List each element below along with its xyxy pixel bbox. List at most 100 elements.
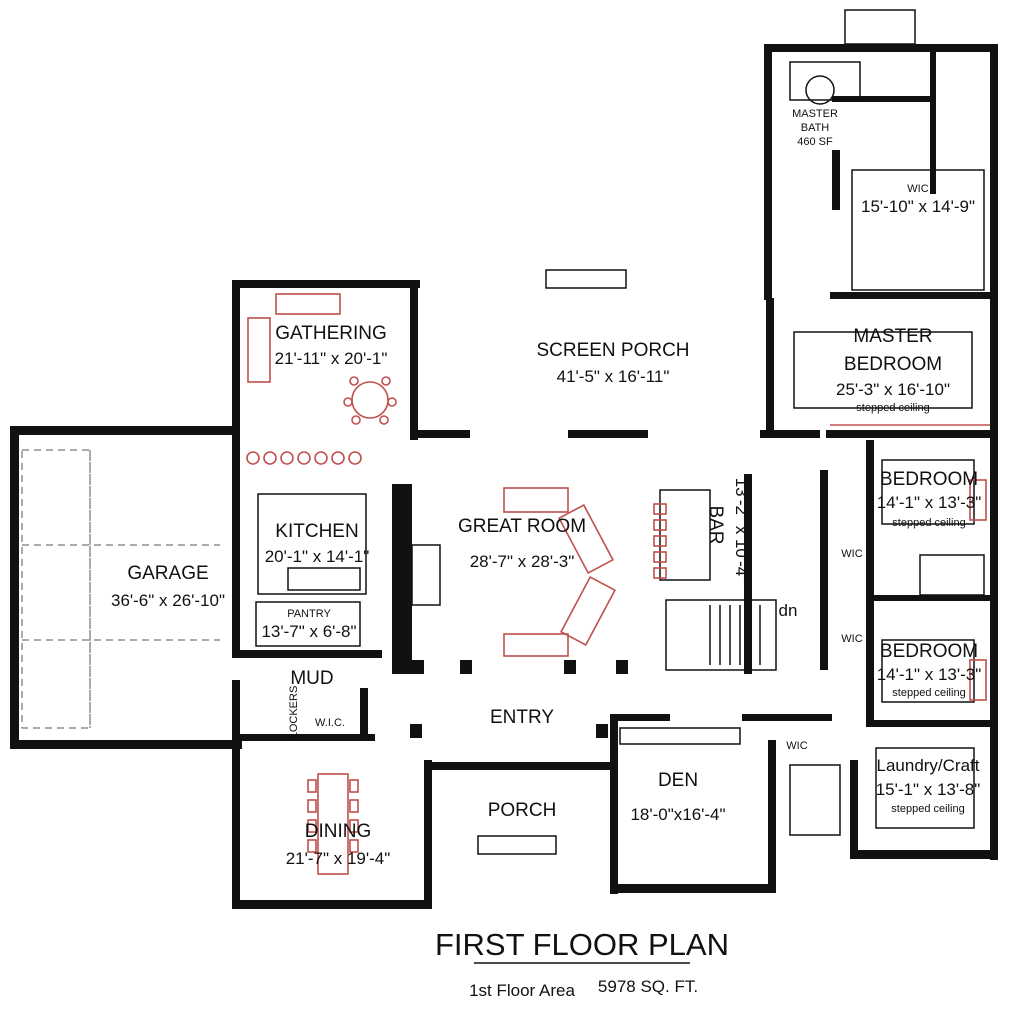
- wall-gathering-right: [410, 280, 418, 440]
- wall-master-left: [764, 44, 772, 300]
- title-block: FIRST FLOOR PLAN 1st Floor Area 5978 SQ.…: [435, 927, 729, 1000]
- wall-east-lower: [990, 440, 998, 860]
- wall-bedroom-left: [866, 440, 874, 720]
- master-bath-area: 460 SF: [797, 136, 833, 148]
- stepped-ceiling-master: [793, 331, 973, 409]
- screen-porch-dim: 41'-5" x 16'-11": [557, 367, 670, 386]
- wall-porch-bottom-right: [760, 430, 820, 438]
- labels: MASTER BATH 460 SF WIC 15'-10" x 14'-9" …: [111, 108, 981, 868]
- wall-garage-top: [10, 426, 240, 435]
- column-4: [616, 660, 628, 674]
- stair-well: [665, 599, 777, 671]
- master-bath-name1: MASTER: [792, 108, 838, 120]
- bath-bed: [919, 554, 985, 596]
- screen-porch-name: SCREEN PORCH: [536, 340, 689, 361]
- wall-garage-right: [232, 426, 240, 656]
- sofa-great-right-2: [560, 575, 616, 647]
- garage-bays: [21, 449, 220, 729]
- wic-a-name: WIC: [841, 548, 862, 560]
- mud-name: MUD: [290, 668, 333, 689]
- wall-wic-left: [832, 150, 840, 210]
- wall-den-top-right: [742, 714, 832, 721]
- stepped-ceiling-laundry: [875, 747, 975, 829]
- walls: [10, 9, 998, 909]
- pantry-dim: 13'-7" x 6'-8": [261, 622, 356, 641]
- stair-label: dn: [779, 601, 798, 620]
- wic-b-name: WIC: [841, 633, 862, 645]
- bed-2: [969, 659, 987, 701]
- wall-kitchen-bottom: [232, 650, 382, 658]
- bar-stool-2: [653, 503, 667, 515]
- master-bedroom-dim: 25'-3" x 16'-10": [836, 380, 950, 399]
- column-2: [460, 660, 472, 674]
- wall-gathering-left: [232, 280, 240, 428]
- master-bedroom-name1: MASTER: [853, 326, 932, 347]
- bedroom1-dim: 14'-1" x 13'-3": [877, 493, 982, 512]
- great-room-name: GREAT ROOM: [458, 516, 586, 537]
- laundry-dim: 15'-1" x 13'-8": [876, 780, 981, 799]
- wall-mud-right: [360, 688, 368, 738]
- stepped-ceiling-bed2: [881, 639, 975, 703]
- wall-bedroom-bottom: [866, 720, 990, 727]
- bedroom1-name: BEDROOM: [880, 469, 978, 490]
- bar-name: BAR: [705, 505, 726, 544]
- stepped-ceiling-bed1: [881, 459, 975, 525]
- laundry-note: stepped ceiling: [891, 803, 964, 815]
- fireplace-hearth: [411, 544, 441, 606]
- wall-mud-bottom: [240, 734, 375, 741]
- wall-gathering-top: [232, 280, 420, 288]
- column-1: [412, 660, 424, 674]
- kitchen-counter: [257, 493, 367, 595]
- kitchen-island: [287, 567, 361, 591]
- garage-name: GARAGE: [127, 563, 208, 584]
- wall-dining-right: [424, 760, 432, 908]
- wall-mud-left: [232, 680, 240, 750]
- gathering-name: GATHERING: [275, 323, 387, 344]
- bath-small: [789, 764, 841, 836]
- wall-garage-bottom: [10, 740, 242, 749]
- wall-laundry-bottom: [850, 850, 998, 859]
- master-bedroom-note: stepped ceiling: [856, 402, 929, 414]
- wall-master-top: [764, 44, 998, 52]
- garage-bay-outline: [21, 449, 91, 729]
- column-5: [410, 724, 422, 738]
- master-bedroom-name2: BEDROOM: [844, 354, 942, 375]
- thin-lines: [255, 61, 985, 836]
- master-bay: [844, 9, 916, 45]
- mud-wic: W.I.C.: [315, 717, 345, 729]
- wall-porch-bottom-mid: [568, 430, 648, 438]
- dining-table: [317, 773, 349, 875]
- wall-bath-inner: [832, 96, 932, 102]
- wall-wic-bottom: [830, 292, 992, 299]
- great-room-dim: 28'-7" x 28'-3": [470, 552, 575, 571]
- wall-den-top: [610, 714, 670, 721]
- wall-bedroom-divider: [866, 595, 990, 601]
- porch-bay: [545, 269, 627, 289]
- wall-den-right: [768, 740, 776, 890]
- pantry-outline: [255, 601, 361, 647]
- wall-porch-bottom-left: [410, 430, 470, 438]
- wall-bedroom-corridor: [820, 470, 828, 670]
- garage-dim: 36'-6" x 26'-10": [111, 591, 225, 610]
- bar-dim: 13'-2" x 10'-4": [732, 478, 751, 583]
- den-dim: 18'-0"x16'-4": [630, 805, 725, 824]
- wall-laundry-left: [850, 760, 858, 856]
- laundry-name: Laundry/Craft: [877, 756, 980, 775]
- bedroom2-note: stepped ceiling: [892, 687, 965, 699]
- sofa-great-bottom: [503, 633, 569, 657]
- porch-step: [477, 835, 557, 855]
- kitchen-dim: 20'-1" x 14'-1": [265, 547, 370, 566]
- den-name: DEN: [658, 770, 698, 791]
- wic-master-dim: 15'-10" x 14'-9": [861, 197, 975, 216]
- kitchen-name: KITCHEN: [275, 521, 358, 542]
- gathering-dim: 21'-11" x 20'-1": [275, 349, 388, 368]
- plan-title: FIRST FLOOR PLAN: [435, 927, 729, 962]
- bedroom1-note: stepped ceiling: [892, 517, 965, 529]
- wall-dining-bottom: [232, 900, 432, 909]
- porch-name: PORCH: [488, 800, 557, 821]
- wall-bar-right: [744, 474, 752, 674]
- wic-c-name: WIC: [786, 740, 807, 752]
- bedroom2-name: BEDROOM: [880, 641, 978, 662]
- sofa-great-top: [503, 487, 569, 513]
